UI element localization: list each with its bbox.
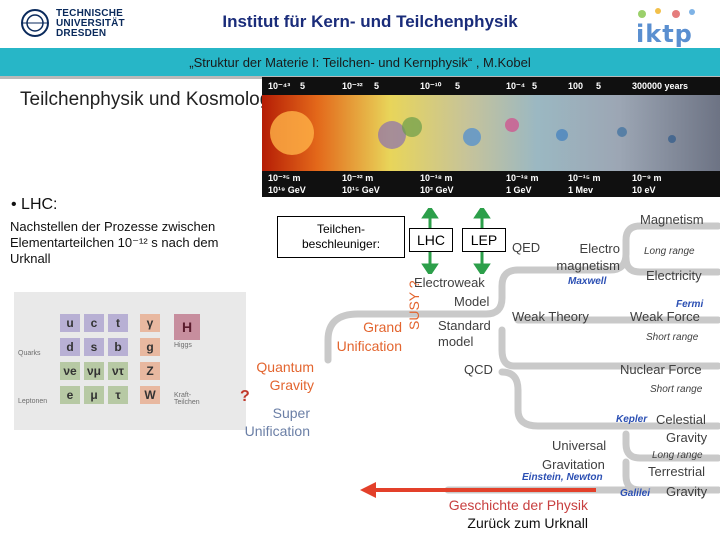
cosmic-timeline-image — [262, 77, 720, 197]
quantum-gravity-label: Quantum Gravity — [256, 359, 314, 393]
particle-d: d — [60, 338, 80, 356]
particle-b: b — [108, 338, 128, 356]
particle-gamma: γ — [140, 314, 160, 332]
history-caption: Geschichte der Physik Zurück zum Urknall — [448, 497, 588, 531]
particle-mu: μ — [84, 386, 104, 404]
size-5: 10⁻¹⁵ m — [568, 173, 601, 183]
time-label-5d: 5 — [532, 81, 538, 91]
super-unification-label: Super Unification — [244, 405, 310, 439]
long-range-label-1: Long range — [644, 246, 695, 257]
standard-model-label: Standard model — [438, 318, 491, 349]
particle-u: u — [60, 314, 80, 332]
size-3: 10⁻¹⁸ m — [420, 173, 453, 183]
tu-seal-icon — [21, 9, 49, 37]
short-range-label-2: Short range — [650, 384, 703, 395]
energy-4: 1 GeV — [506, 185, 532, 195]
particle-z: Z — [140, 362, 160, 380]
magnetism-label: Magnetism — [640, 212, 704, 227]
particle-nu-mu: νμ — [84, 362, 104, 380]
terrestrial-label: Terrestrial — [648, 464, 706, 479]
particle-w: W — [140, 386, 160, 404]
gravitation-label: Gravitation — [542, 457, 605, 472]
electricity-label: Electricity — [646, 268, 702, 283]
weak-theory-label: Weak Theory — [512, 309, 589, 324]
iktp-dots-icon — [638, 8, 695, 18]
iktp-logo: iktp — [632, 6, 708, 48]
standard-model-table: u c t γ d s b g νe νμ ντ Z e μ τ W H Qua… — [14, 292, 246, 430]
electromagnetism-label: Electro magnetism — [556, 241, 620, 273]
qed-label: QED — [512, 240, 541, 255]
subtitle-bar — [0, 48, 720, 76]
accelerator-arrows-icon — [421, 208, 491, 274]
particle-t: t — [108, 314, 128, 332]
model-label: Model — [454, 294, 490, 309]
particle-g: g — [140, 338, 160, 356]
time-quark-hadron: 10⁻⁴ — [506, 81, 526, 91]
time-label-5c: 5 — [455, 81, 461, 91]
particle-nu-e: νe — [60, 362, 80, 380]
particle-e: e — [60, 386, 80, 404]
history-arrow-icon — [360, 482, 596, 498]
lhc-description: Nachstellen der Prozesse zwischen Elemen… — [10, 219, 219, 266]
energy-2: 10¹⁵ GeV — [342, 185, 380, 195]
kepler-label: Kepler — [616, 414, 648, 425]
particle-tau: τ — [108, 386, 128, 404]
particle-c: c — [84, 314, 104, 332]
size-6: 10⁻⁹ m — [632, 173, 662, 183]
grand-unification-label: Grand Unification — [336, 319, 402, 354]
time-nucleosynthesis: 100 — [568, 81, 584, 91]
susy-label: SUSY ? — [406, 280, 422, 330]
time-inflation: 10⁻³² — [342, 81, 363, 91]
time-recombination: 300000 years — [632, 81, 689, 91]
lhc-bullet: • LHC: — [11, 196, 58, 213]
size-2: 10⁻³² m — [342, 173, 374, 183]
time-electroweak: 10⁻¹⁰ — [420, 81, 442, 91]
size-4: 10⁻¹⁸ m — [506, 173, 539, 183]
gravity-label-2: Gravity — [666, 484, 708, 499]
particle-higgs: H — [174, 314, 200, 340]
particle-nu-tau: ντ — [108, 362, 128, 380]
time-label-5a: 5 — [300, 81, 306, 91]
einstein-newton-label: Einstein, Newton — [522, 472, 603, 483]
galilei-label: Galilei — [620, 488, 651, 499]
accelerator-label: Teilchen-beschleuniger: — [277, 216, 405, 258]
slide-heading: Teilchenphysik und Kosmologie: — [20, 89, 291, 110]
celestial-label: Celestial — [656, 412, 706, 427]
subtitle-text: „Struktur der Materie I: Teilchen- und K… — [189, 55, 531, 70]
force-label: Kraft-Teilchen — [174, 392, 200, 406]
time-planck: 10⁻⁴³ — [268, 81, 291, 91]
lhc-label: LHC — [409, 228, 453, 252]
energy-5: 1 Mev — [568, 185, 594, 195]
maxwell-label: Maxwell — [568, 276, 607, 287]
gravity-label-1: Gravity — [666, 430, 708, 445]
tu-logo-text: TECHNISCHE UNIVERSITÄT DRESDEN — [56, 8, 125, 39]
nuclear-force-label: Nuclear Force — [620, 362, 702, 377]
leptons-label: Leptonen — [18, 398, 48, 405]
energy-3: 10² GeV — [420, 185, 454, 195]
size-1: 10⁻³⁵ m — [268, 173, 301, 183]
electroweak-label: Electroweak — [414, 275, 485, 290]
qcd-label: QCD — [464, 362, 493, 377]
time-label-5b: 5 — [374, 81, 380, 91]
time-label-5e: 5 — [596, 81, 602, 91]
energy-6: 10 eV — [632, 185, 656, 195]
lep-label: LEP — [462, 228, 506, 252]
higgs-label: Higgs — [174, 342, 192, 349]
weak-force-label: Weak Force — [630, 309, 700, 324]
question-mark: ? — [240, 388, 250, 405]
fermi-label: Fermi — [676, 299, 704, 310]
short-range-label-1: Short range — [646, 332, 699, 343]
iktp-logo-word: iktp — [636, 20, 693, 48]
page-title: Institut für Kern- und Teilchenphysik — [222, 12, 518, 31]
quarks-label: Quarks — [18, 350, 41, 357]
long-range-label-2: Long range — [652, 450, 703, 461]
universal-label: Universal — [552, 438, 607, 453]
energy-1: 10¹⁹ GeV — [268, 185, 306, 195]
tu-dresden-logo: TECHNISCHE UNIVERSITÄT DRESDEN — [20, 6, 138, 42]
particle-s: s — [84, 338, 104, 356]
